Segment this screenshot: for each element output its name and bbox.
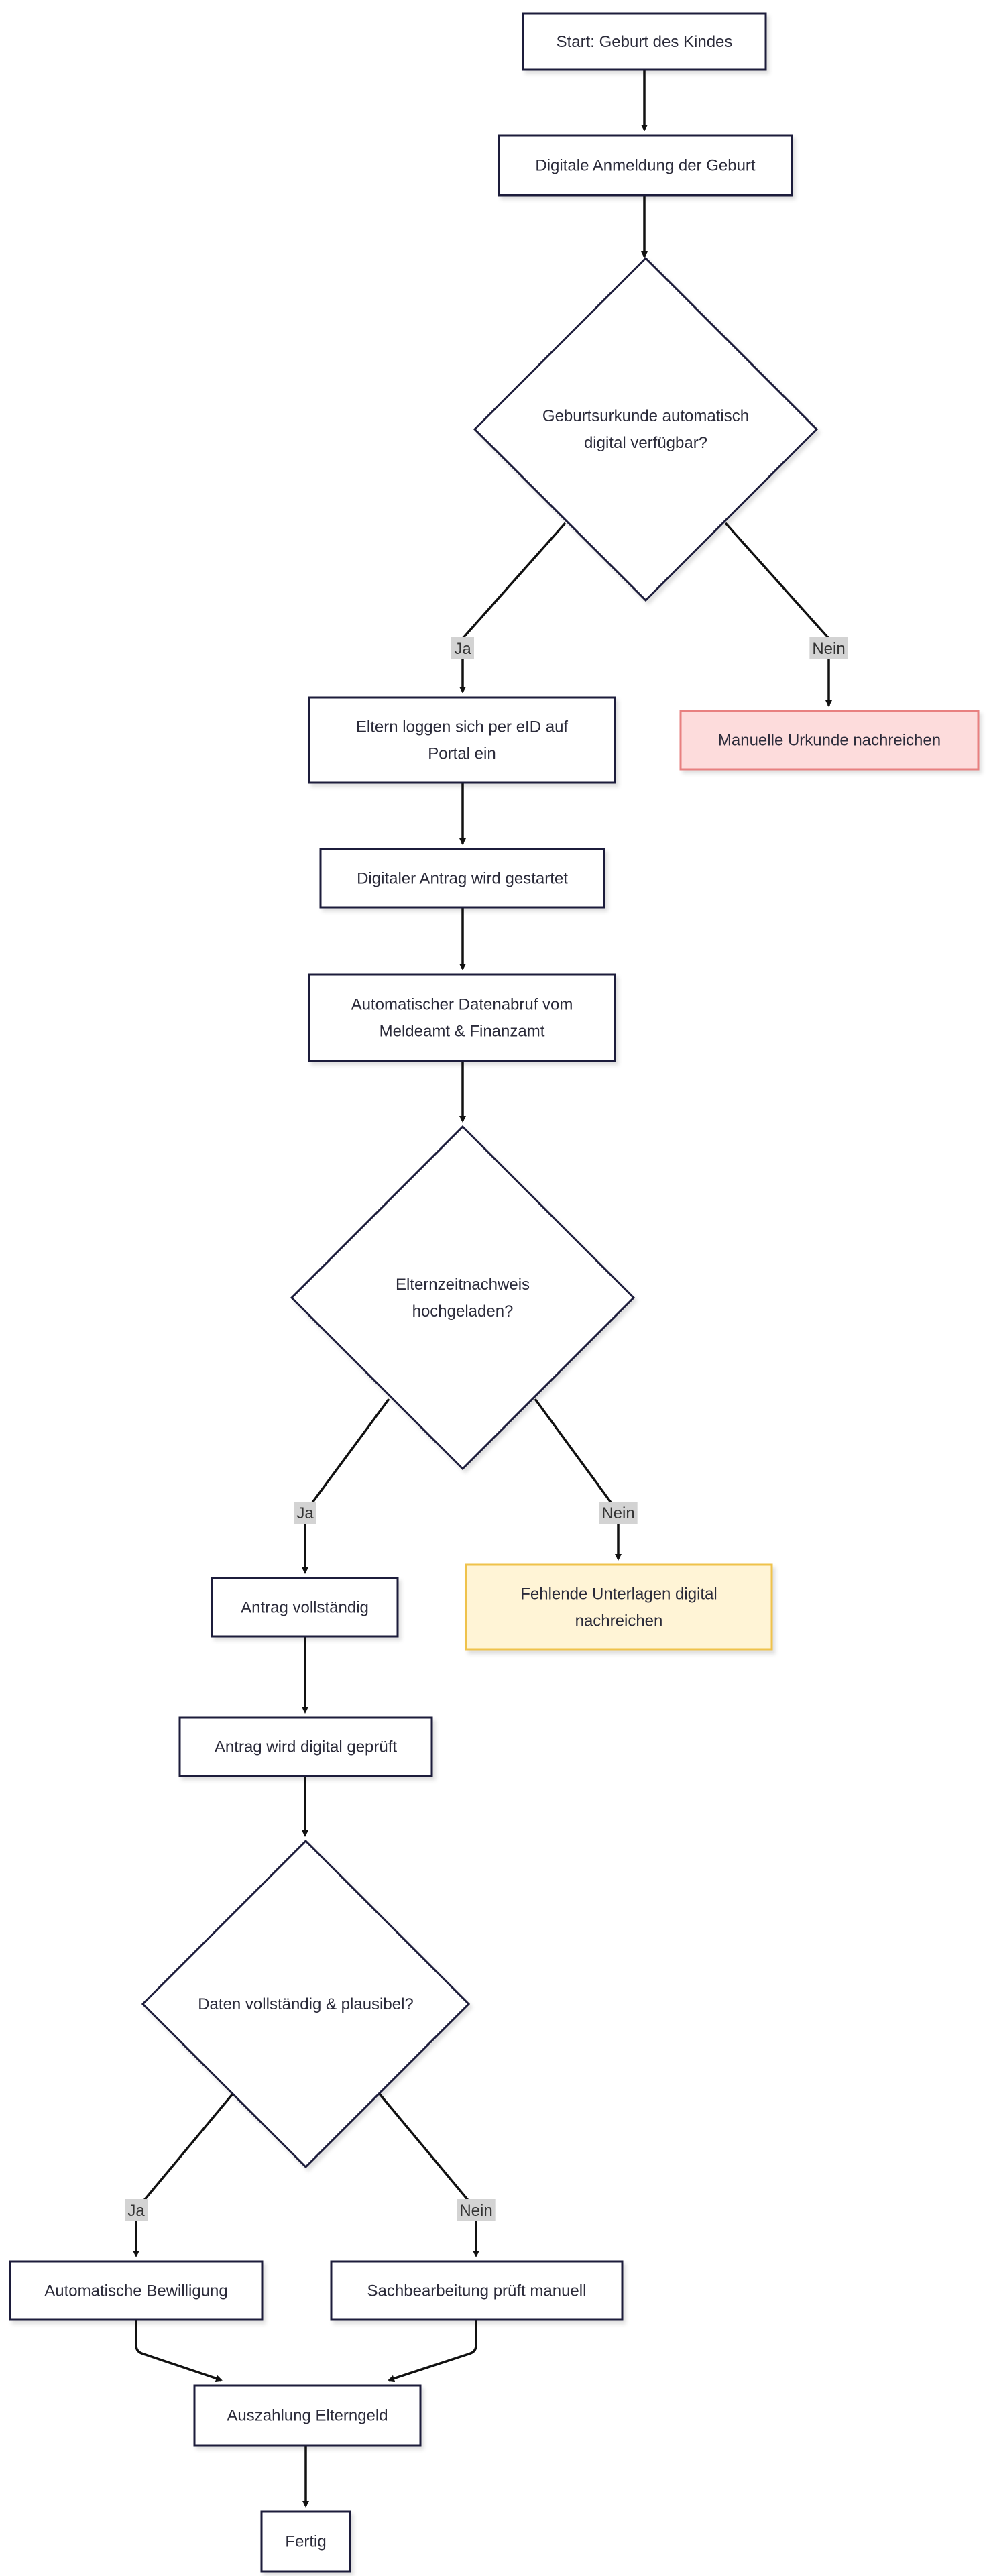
process-box bbox=[330, 2260, 624, 2321]
node-label-line: Automatischer Datenabruf vom bbox=[351, 996, 573, 1014]
edge-daten_check-to-sachbearbeitung bbox=[378, 2092, 479, 2257]
edge-label-text: Nein bbox=[459, 2202, 492, 2220]
node-antrag-pruefung: Antrag wird digital geprüft bbox=[178, 1716, 433, 1777]
node-label-line: Manuelle Urkunde nachreichen bbox=[718, 732, 941, 750]
edge-label-ja: Ja bbox=[125, 2199, 148, 2221]
node-label-line: Meldeamt & Finanzamt bbox=[380, 1023, 545, 1041]
process-box bbox=[319, 848, 605, 909]
node-antrag-vollstaendig: Antrag vollständig bbox=[211, 1577, 399, 1638]
node-label-line: Antrag vollständig bbox=[241, 1599, 369, 1617]
node-bewilligung: Automatische Bewilligung bbox=[9, 2260, 264, 2321]
node-label-line: Daten vollständig & plausibel? bbox=[198, 1995, 414, 2013]
edge-label-background bbox=[125, 2199, 148, 2221]
edge-label-background bbox=[809, 637, 848, 659]
node-label-line: Sachbearbeitung prüft manuell bbox=[367, 2282, 587, 2300]
process-box bbox=[9, 2260, 264, 2321]
node-daten-check: Daten vollständig & plausibel? bbox=[141, 1839, 471, 2169]
node-elternzeit-check: Elternzeitnachweis hochgeladen? bbox=[290, 1125, 636, 1471]
node-label-line: Start: Geburt des Kindes bbox=[557, 33, 733, 51]
edge-elternzeit_check-to-fehlende_unterlagen bbox=[534, 1398, 622, 1561]
edge-elternzeit_check-to-antrag_vollstaendig bbox=[302, 1398, 390, 1574]
node-anmeldung: Digitale Anmeldung der Geburt bbox=[498, 134, 793, 197]
node-label-line: Digitale Anmeldung der Geburt bbox=[535, 157, 756, 175]
edge-label-text: Ja bbox=[296, 1504, 314, 1522]
node-label-line: Fehlende Unterlagen digital bbox=[520, 1585, 717, 1604]
process-box bbox=[679, 710, 980, 771]
process-box bbox=[260, 2510, 351, 2573]
edge-sachbearbeitung-to-auszahlung bbox=[388, 2320, 477, 2382]
edge-label-text: Nein bbox=[601, 1504, 634, 1522]
node-fehlende-unterlagen: Fehlende Unterlagen digital nachreichen bbox=[465, 1563, 773, 1651]
edge-label-nein: Nein bbox=[457, 2199, 496, 2221]
process-box bbox=[522, 12, 767, 71]
node-urkunde-check: Geburtsurkunde automatisch digital verfüg… bbox=[473, 256, 819, 602]
process-box bbox=[178, 1716, 433, 1777]
node-label-line: Fertig bbox=[285, 2533, 326, 2551]
edge-label-ja: Ja bbox=[451, 637, 474, 659]
edge-urkunde_check-to-eid_login bbox=[459, 522, 567, 693]
edge-urkunde_check-to-manuelle_urkunde bbox=[724, 522, 832, 707]
process-box bbox=[193, 2384, 422, 2447]
edge-label-nein: Nein bbox=[809, 637, 848, 659]
node-label-line: nachreichen bbox=[575, 1612, 663, 1630]
decision-diamond bbox=[473, 256, 819, 602]
edge-label-background bbox=[294, 1502, 316, 1524]
node-manuelle-urkunde: Manuelle Urkunde nachreichen bbox=[679, 710, 980, 771]
edge-label-nein: Nein bbox=[599, 1502, 638, 1524]
process-box bbox=[308, 973, 616, 1062]
process-box bbox=[308, 696, 616, 784]
node-label-line: Geburtsurkunde automatisch bbox=[542, 407, 749, 425]
edge-bewilligung-to-auszahlung bbox=[135, 2320, 223, 2382]
edge-daten_check-to-bewilligung bbox=[133, 2092, 235, 2257]
node-label-line: hochgeladen? bbox=[412, 1302, 514, 1321]
node-start: Start: Geburt des Kindes bbox=[522, 12, 767, 71]
node-auszahlung: Auszahlung Elterngeld bbox=[193, 2384, 422, 2447]
node-antrag-start: Digitaler Antrag wird gestartet bbox=[319, 848, 605, 909]
node-sachbearbeitung: Sachbearbeitung prüft manuell bbox=[330, 2260, 624, 2321]
edge-label-background bbox=[599, 1502, 638, 1524]
node-label-line: Auszahlung Elterngeld bbox=[227, 2407, 388, 2425]
node-label-line: Digitaler Antrag wird gestartet bbox=[357, 870, 568, 888]
node-fertig: Fertig bbox=[260, 2510, 351, 2573]
edge-label-ja: Ja bbox=[294, 1502, 316, 1524]
node-label-line: Portal ein bbox=[428, 745, 496, 763]
process-box bbox=[211, 1577, 399, 1638]
node-label-line: Elternzeitnachweis bbox=[396, 1276, 530, 1294]
process-box bbox=[498, 134, 793, 197]
decision-diamond bbox=[141, 1839, 471, 2169]
decision-diamond bbox=[290, 1125, 636, 1471]
process-box bbox=[465, 1563, 773, 1651]
edge-label-background bbox=[451, 637, 474, 659]
node-label-line: Eltern loggen sich per eID auf bbox=[356, 718, 569, 736]
edge-label-text: Ja bbox=[127, 2202, 145, 2220]
node-label-line: Automatische Bewilligung bbox=[44, 2282, 227, 2300]
edge-label-background bbox=[457, 2199, 496, 2221]
node-label-line: digital verfügbar? bbox=[584, 434, 707, 452]
edge-label-text: Nein bbox=[812, 640, 845, 658]
node-label-line: Antrag wird digital geprüft bbox=[215, 1738, 397, 1756]
edge-label-text: Ja bbox=[454, 640, 471, 658]
